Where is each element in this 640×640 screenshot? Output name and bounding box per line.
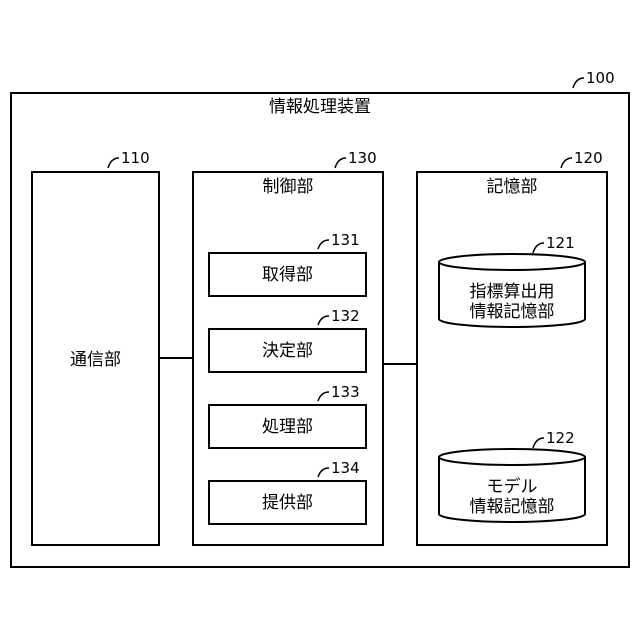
ref-hook-132 bbox=[318, 316, 329, 325]
ref-hook-100 bbox=[573, 78, 584, 88]
control-label: 制御部 bbox=[193, 176, 383, 198]
decision-unit-label: 決定部 bbox=[209, 340, 366, 362]
device-ref-number: 100 bbox=[586, 69, 615, 87]
device-title: 情報処理装置 bbox=[11, 96, 629, 118]
model-info-db-label-line2: 情報記憶部 bbox=[439, 496, 585, 518]
communication-label: 通信部 bbox=[32, 349, 159, 371]
ref-hook-130 bbox=[335, 158, 346, 168]
index-info-db-label-line1: 指標算出用 bbox=[439, 281, 585, 303]
decision-unit-ref-number: 132 bbox=[331, 307, 360, 325]
acquisition-unit-label: 取得部 bbox=[209, 264, 366, 286]
ref-hook-110 bbox=[108, 158, 119, 168]
provision-unit-label: 提供部 bbox=[209, 492, 366, 514]
processing-unit-label: 処理部 bbox=[209, 416, 366, 438]
ref-hook-120 bbox=[561, 158, 572, 168]
ref-hook-131 bbox=[318, 240, 329, 249]
index-info-db-label-line2: 情報記憶部 bbox=[439, 301, 585, 323]
storage-ref-number: 120 bbox=[574, 149, 603, 167]
processing-unit-ref-number: 133 bbox=[331, 383, 360, 401]
ref-hook-133 bbox=[318, 392, 329, 401]
storage-label: 記憶部 bbox=[417, 176, 607, 198]
ref-hook-121 bbox=[533, 243, 544, 253]
communication-ref-number: 110 bbox=[121, 149, 150, 167]
model-info-db-ref-number: 122 bbox=[546, 429, 575, 447]
model-info-db-label-line1: モデル bbox=[439, 476, 585, 498]
index-info-db-ref-number: 121 bbox=[546, 234, 575, 252]
acquisition-unit-ref-number: 131 bbox=[331, 231, 360, 249]
ref-hook-134 bbox=[318, 468, 329, 477]
provision-unit-ref-number: 134 bbox=[331, 459, 360, 477]
ref-hook-122 bbox=[533, 438, 544, 448]
control-ref-number: 130 bbox=[348, 149, 377, 167]
